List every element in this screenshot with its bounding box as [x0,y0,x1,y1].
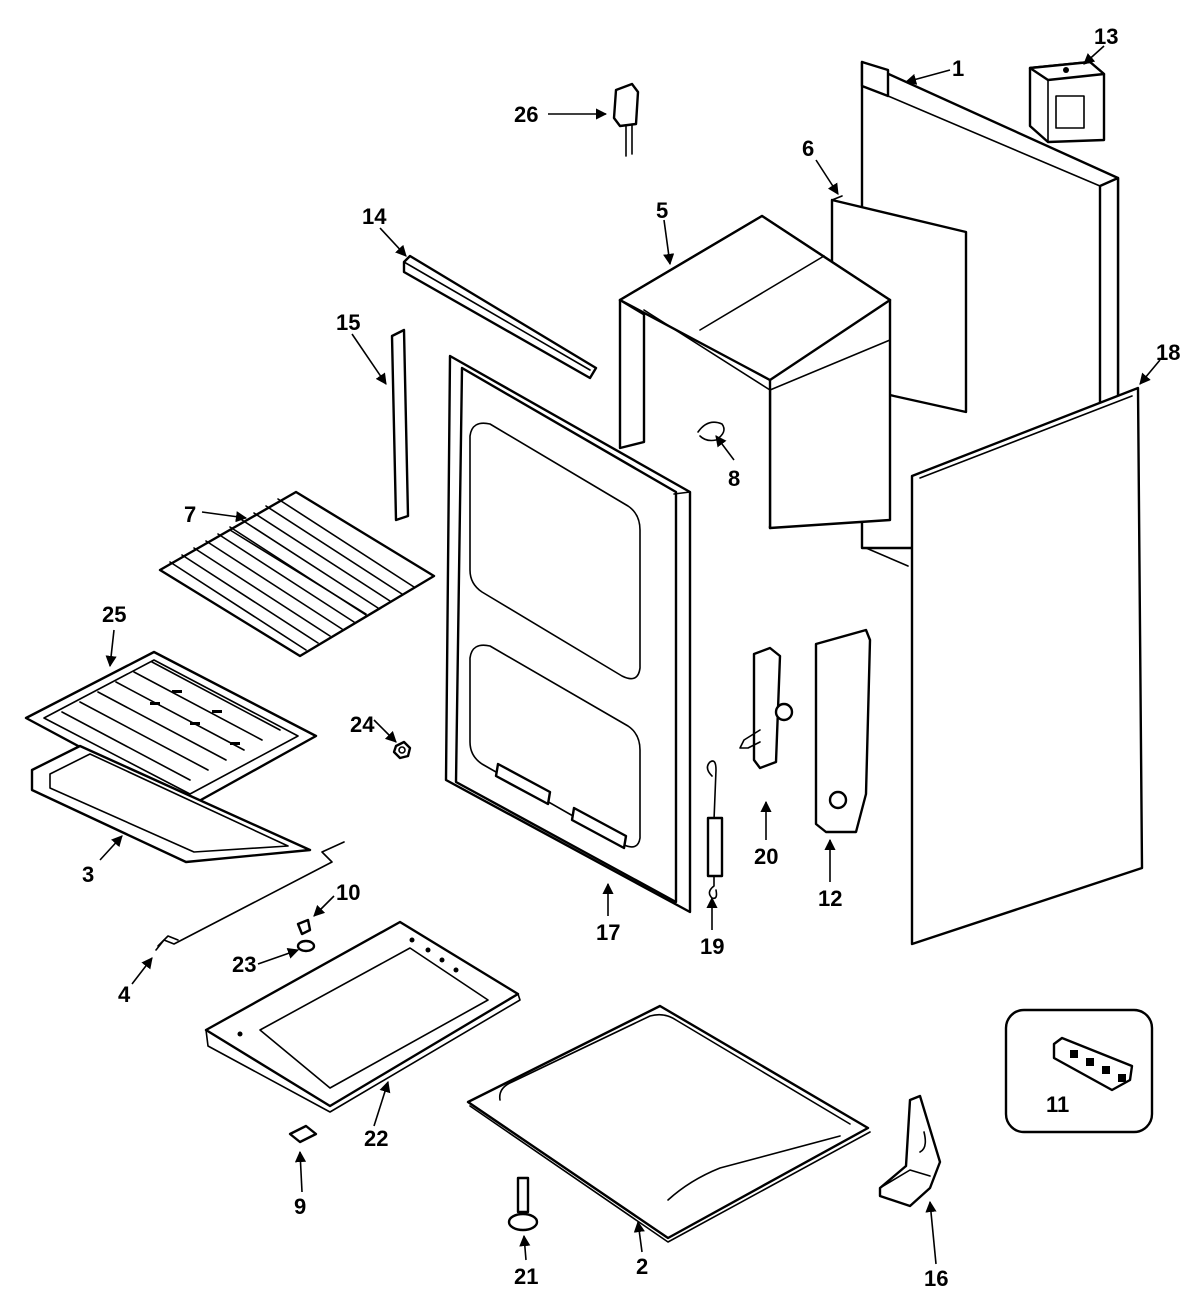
callout-26: 26 [514,102,538,127]
part-8-clip [697,421,725,442]
callout-17: 17 [596,920,620,945]
part-21-leveling-leg [507,1176,539,1232]
part-23-washer [296,939,316,953]
callout-12: 12 [818,886,842,911]
callout-6: 6 [802,136,814,161]
callout-11: 11 [1046,1092,1069,1117]
part-13-terminal-block [1028,60,1106,144]
callout-2: 2 [636,1254,648,1279]
callout-24: 24 [350,712,375,737]
part-9-clip [288,1124,318,1144]
part-7-oven-rack [158,490,436,658]
part-18-side-panel [865,386,1144,946]
callout-16: 16 [924,1266,948,1291]
callout-15: 15 [336,310,360,335]
callout-18: 18 [1156,340,1180,365]
callout-14: 14 [362,204,387,229]
part-26-connector [612,82,640,157]
part-10-screw [296,918,312,936]
part-20-hinge [739,646,794,770]
callout-labels: 1 2 3 4 5 6 7 8 9 10 11 12 13 14 15 16 1… [82,24,1180,1291]
leader-lines [99,45,1161,1265]
part-4-rod [155,841,345,951]
callout-4: 4 [118,982,131,1007]
part-12-hinge-receiver [814,628,872,834]
callout-8: 8 [728,466,740,491]
part-3-broil-pan [30,744,312,864]
part-15-vertical-trim [390,328,410,522]
callout-1: 1 [952,56,964,81]
part-11-inset [1004,1008,1154,1134]
part-25-broil-pan-insert [24,650,318,808]
callout-20: 20 [754,844,778,869]
callout-22: 22 [364,1126,388,1151]
callout-10: 10 [336,880,360,905]
callout-21: 21 [514,1264,538,1289]
callout-13: 13 [1094,24,1118,49]
part-22-burner-tray [204,920,521,1113]
callout-23: 23 [232,952,256,977]
part-14-trim-strip [402,254,598,380]
part-24-nut [392,740,412,760]
part-5-oven-liner [618,214,892,530]
part-19-spring [706,760,724,900]
callout-7: 7 [184,502,196,527]
part-17-front-frame [444,354,692,914]
part-2-bottom-panel [466,1004,871,1243]
callout-9: 9 [294,1194,306,1219]
callout-25: 25 [102,602,126,627]
callout-3: 3 [82,862,94,887]
callout-5: 5 [656,198,668,223]
part-16-bracket [878,1094,942,1208]
callout-19: 19 [700,934,724,959]
